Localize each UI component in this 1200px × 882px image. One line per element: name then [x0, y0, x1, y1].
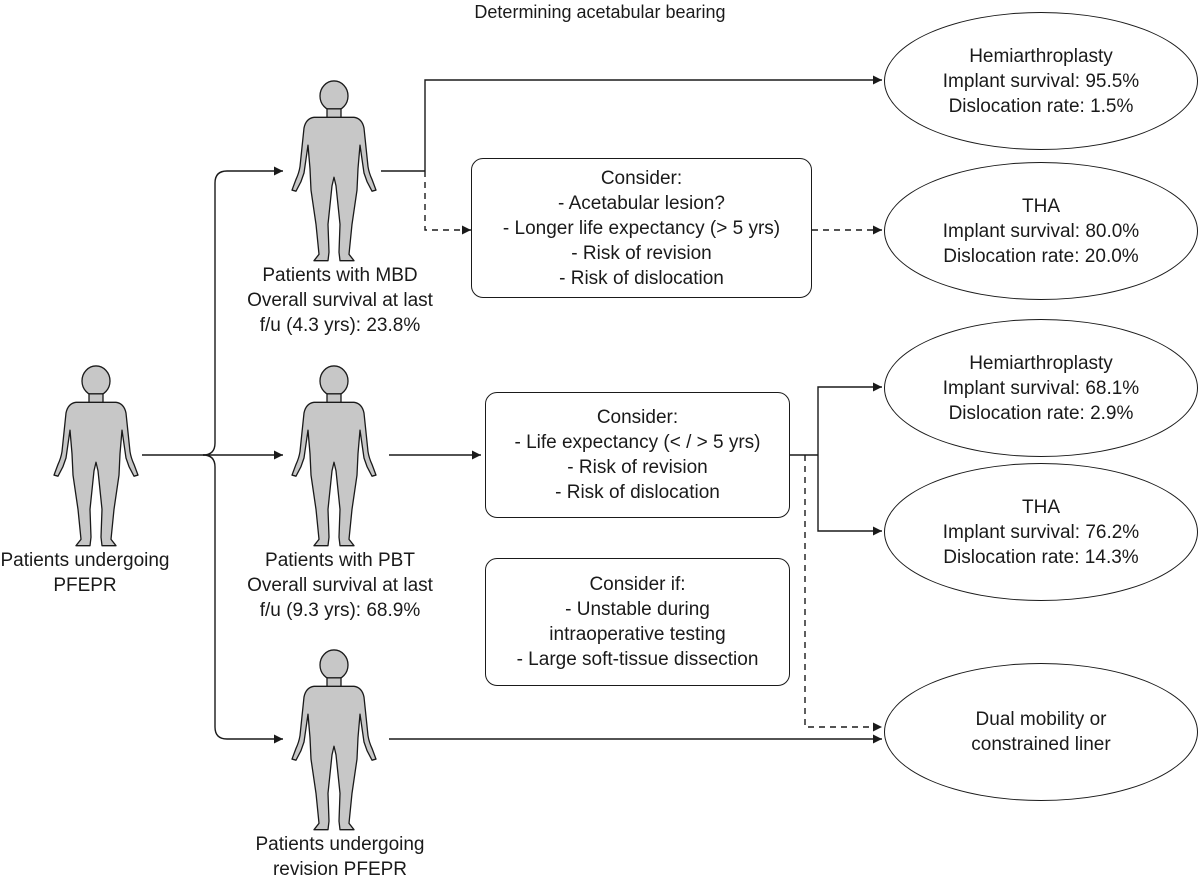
box-mbd-consider: Consider:- Acetabular lesion?- Longer li…	[471, 158, 812, 298]
connector-branch-revision	[202, 454, 283, 744]
connector-pbt-to-tha	[817, 455, 882, 536]
box-pbt-consider: Consider:- Life expectancy (< / > 5 yrs)…	[485, 392, 790, 518]
connector-mbd-to-hemi	[424, 75, 882, 171]
human-figure-icon	[291, 649, 377, 831]
diagram-title: Determining acetabular bearing	[474, 2, 726, 22]
human-figure-icon	[291, 365, 377, 547]
connector-pbt-to-dual	[804, 455, 882, 732]
connector-mbd-to-consider	[424, 171, 471, 235]
connector-branch-mbd	[202, 166, 283, 456]
connector-pbt-to-hemi	[817, 382, 882, 455]
human-figure-icon	[291, 80, 377, 262]
human-figure-icon	[53, 365, 139, 547]
